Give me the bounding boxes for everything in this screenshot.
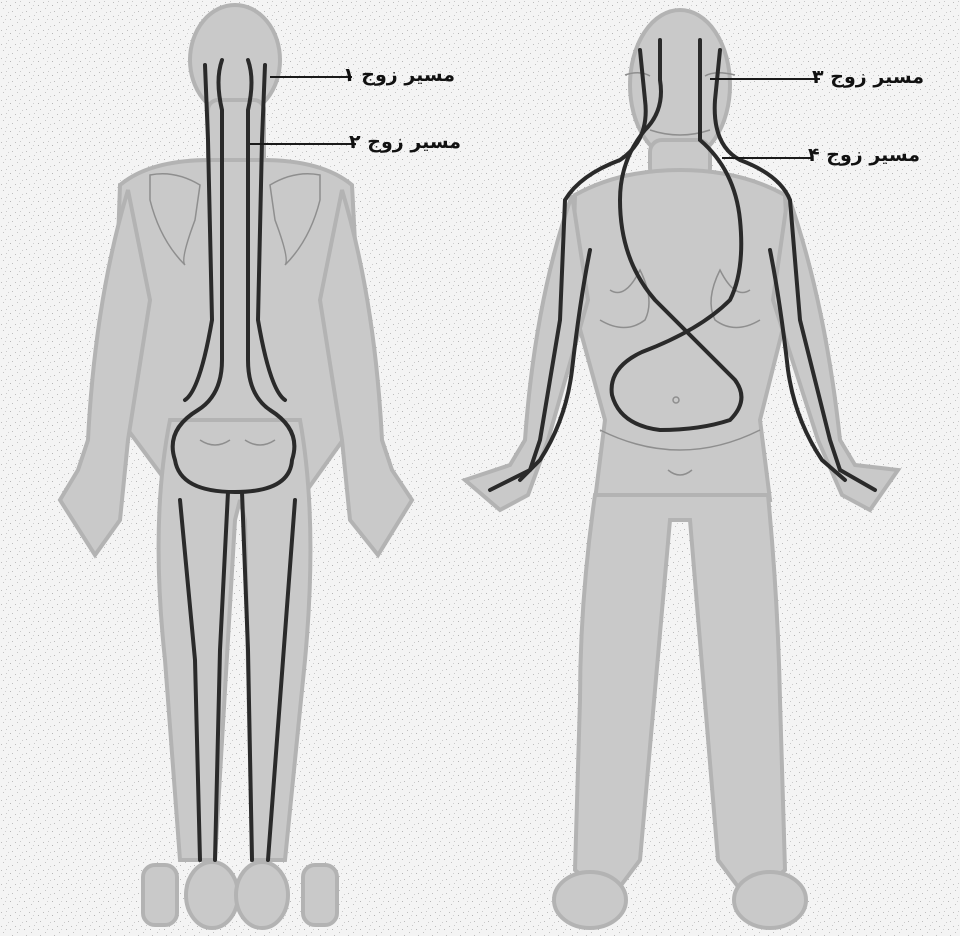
label-pair3: مسیر زوج ۳ [812, 68, 924, 87]
label-pair1: مسیر زوج ۱ [343, 66, 455, 85]
label-pair2: مسیر زوج ۲ [349, 133, 461, 152]
label-pair4: مسیر زوج ۴ [808, 146, 920, 165]
